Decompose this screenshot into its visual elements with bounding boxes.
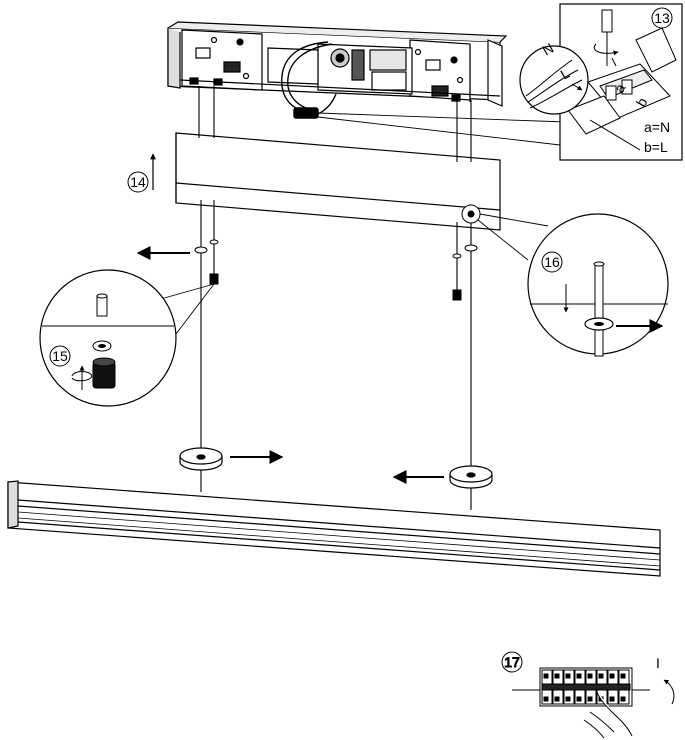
- wiring-legend-a: a=N: [644, 119, 670, 135]
- sliding-disc-left: [179, 447, 223, 471]
- callout-13-leader: [317, 112, 567, 146]
- breaker-detail: 17 I: [501, 651, 675, 739]
- switch-on-mark: I: [656, 655, 660, 671]
- release-detail-callout: 16: [477, 213, 669, 357]
- step-15-label: 15: [52, 348, 68, 364]
- ceiling-mounting-box: [167, 21, 508, 107]
- canopy-cover: [175, 132, 501, 231]
- luminaire-bar: [7, 480, 661, 577]
- step-14-label: 14: [130, 174, 146, 190]
- wire-inset-circle: [519, 45, 589, 115]
- step-16-label: 16: [544, 254, 560, 270]
- wiring-legend-b: b=L: [644, 139, 668, 155]
- power-cable: [281, 41, 337, 119]
- cable-fittings: [194, 204, 481, 301]
- sliding-disc-right: [449, 465, 493, 489]
- step-17-label: 17: [504, 654, 520, 670]
- step-13-label: 13: [654, 10, 670, 26]
- step-14-marker: 14: [127, 153, 156, 193]
- gripper-detail-callout: 15: [39, 269, 215, 407]
- wiring-detail-panel: N L a b a=N b=L 13: [519, 3, 683, 161]
